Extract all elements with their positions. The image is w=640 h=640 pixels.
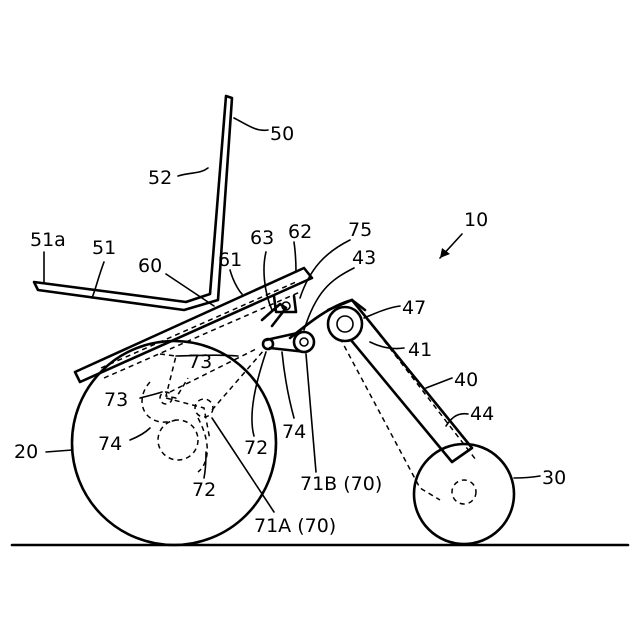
label-44: 44	[470, 403, 494, 425]
label-50: 50	[270, 123, 294, 145]
pivot-47	[328, 307, 362, 341]
leader-20	[46, 450, 72, 452]
link-71A-hidden	[166, 348, 264, 440]
label-20: 20	[14, 441, 38, 463]
label-71A: 71A (70)	[254, 515, 336, 537]
leader-52	[178, 168, 208, 176]
label-40: 40	[454, 369, 478, 391]
label-10: 10	[464, 209, 488, 231]
label-75: 75	[348, 219, 372, 241]
label-71B: 71B (70)	[300, 473, 382, 495]
label-51a: 51a	[30, 229, 66, 251]
label-74-right: 74	[282, 421, 306, 443]
leader-40	[426, 378, 452, 388]
label-73-lower: 73	[104, 389, 128, 411]
label-41: 41	[408, 339, 432, 361]
seat-51-backrest-52	[34, 96, 232, 310]
label-52: 52	[148, 167, 172, 189]
label-61: 61	[218, 249, 242, 271]
label-74-left: 74	[98, 433, 122, 455]
leader-74a	[130, 428, 150, 440]
drive-wheel-axle	[158, 420, 198, 460]
label-72-upper: 72	[244, 437, 268, 459]
leader-50	[234, 118, 268, 130]
leader-71B	[306, 354, 316, 472]
leader-47	[364, 306, 400, 318]
leader-61	[230, 270, 242, 294]
label-72-lower: 72	[192, 479, 216, 501]
label-60: 60	[138, 255, 162, 277]
leader-74b	[282, 352, 294, 418]
label-47: 47	[402, 297, 426, 319]
label-62: 62	[288, 221, 312, 243]
leader-63	[264, 252, 272, 310]
label-43: 43	[352, 247, 376, 269]
label-73-upper: 73	[188, 351, 212, 373]
leader-51	[92, 262, 104, 298]
leader-62	[294, 242, 296, 272]
label-63: 63	[250, 227, 274, 249]
leader-30	[514, 476, 540, 478]
leader-71A	[212, 418, 274, 512]
label-51: 51	[92, 237, 116, 259]
label-30: 30	[542, 467, 566, 489]
link-73-hidden	[160, 354, 188, 398]
pivot-71B	[294, 332, 314, 352]
front-wheel-axle	[452, 480, 476, 504]
